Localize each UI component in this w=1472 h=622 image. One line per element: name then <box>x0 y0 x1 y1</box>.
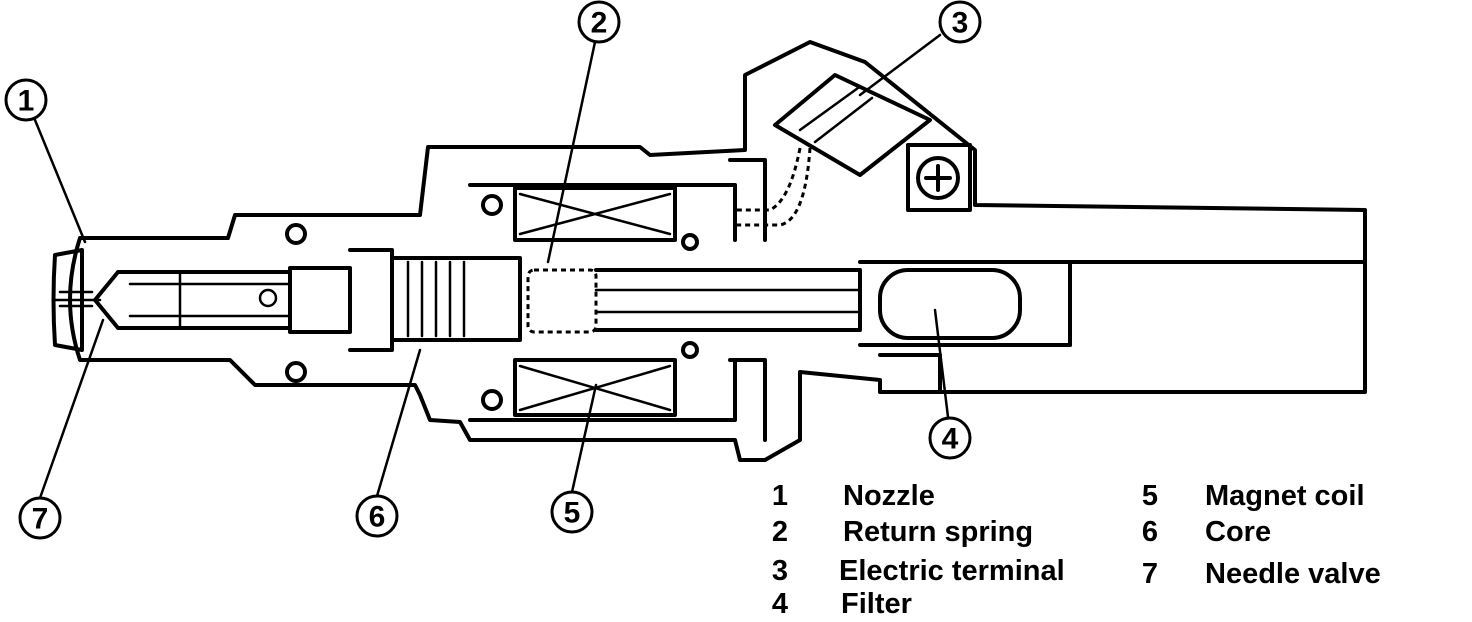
leader-1 <box>33 118 87 244</box>
legend-label: Needle valve <box>1205 558 1381 590</box>
plus-symbol-circle <box>916 156 960 200</box>
legend-label: Core <box>1205 516 1272 548</box>
o-ring-coil-bottom <box>481 389 503 411</box>
nozzle-orifice <box>53 290 102 308</box>
callout-4: 4 <box>928 416 972 460</box>
callout-3-label: 3 <box>952 7 969 40</box>
tail-stub <box>878 353 942 392</box>
return-spring <box>526 268 598 334</box>
plus-icon <box>924 164 952 192</box>
callout-6: 6 <box>355 494 399 538</box>
legend-number: 3 <box>771 555 789 587</box>
callout-4-label: 4 <box>942 423 959 456</box>
legend-number: 1 <box>771 480 789 512</box>
o-ring-coil-mid-bottom <box>681 341 699 359</box>
o-ring-coil-mid-top <box>681 233 699 251</box>
needle-pin <box>258 288 278 308</box>
fuel-passage <box>594 268 862 332</box>
o-ring-front-bottom <box>285 361 307 383</box>
o-ring-coil-top <box>481 194 503 216</box>
callout-7: 7 <box>18 496 62 540</box>
needle-collar <box>288 266 352 334</box>
leader-4 <box>933 308 950 419</box>
callout-3: 3 <box>938 0 982 44</box>
legend-number: 6 <box>1141 516 1159 548</box>
legend-number: 2 <box>771 516 789 548</box>
polarity-plate <box>906 143 972 212</box>
legend-label: Magnet coil <box>1205 480 1365 512</box>
magnet-coil-lower <box>513 358 677 417</box>
magnet-coil-upper <box>513 186 677 242</box>
legend-number: 7 <box>1141 558 1159 590</box>
needle-shaft-lines <box>128 270 292 330</box>
terminal-lead <box>735 147 812 227</box>
fuel-passage-lines <box>594 288 862 314</box>
injector-body-outline <box>68 40 1367 462</box>
legend-label: Nozzle <box>843 480 935 512</box>
o-ring-front-top <box>285 223 307 245</box>
leader-3 <box>858 33 942 97</box>
housing-inner-lines <box>468 158 767 442</box>
legend-label: Return spring <box>843 516 1034 548</box>
leader-5 <box>570 383 598 494</box>
legend-label: Filter <box>841 588 912 620</box>
electric-terminal-pins <box>798 86 874 144</box>
legend: 1 Nozzle 2 Return spring 3 Electric term… <box>765 478 1465 620</box>
core-ribs <box>406 260 466 338</box>
callout-5: 5 <box>550 490 594 534</box>
legend-label: Electric terminal <box>839 555 1065 587</box>
callout-1: 1 <box>4 78 48 122</box>
legend-number: 4 <box>771 588 789 620</box>
leader-2 <box>546 40 597 264</box>
callout-2-label: 2 <box>591 7 608 40</box>
core-armature <box>390 256 522 342</box>
callout-2: 2 <box>577 0 621 44</box>
leader-7 <box>38 318 105 500</box>
callout-1-label: 1 <box>18 85 35 118</box>
filter <box>878 268 1022 340</box>
nozzle-tip <box>51 248 84 352</box>
tail-divider <box>1068 260 1367 347</box>
callout-5-label: 5 <box>564 497 581 530</box>
legend-number: 5 <box>1141 480 1159 512</box>
core-step <box>348 248 394 352</box>
leader-6 <box>375 348 422 498</box>
callout-7-label: 7 <box>32 503 49 536</box>
callout-6-label: 6 <box>369 501 386 534</box>
electric-terminal-housing <box>773 73 932 177</box>
magnet-coil-upper-winding <box>518 192 672 236</box>
